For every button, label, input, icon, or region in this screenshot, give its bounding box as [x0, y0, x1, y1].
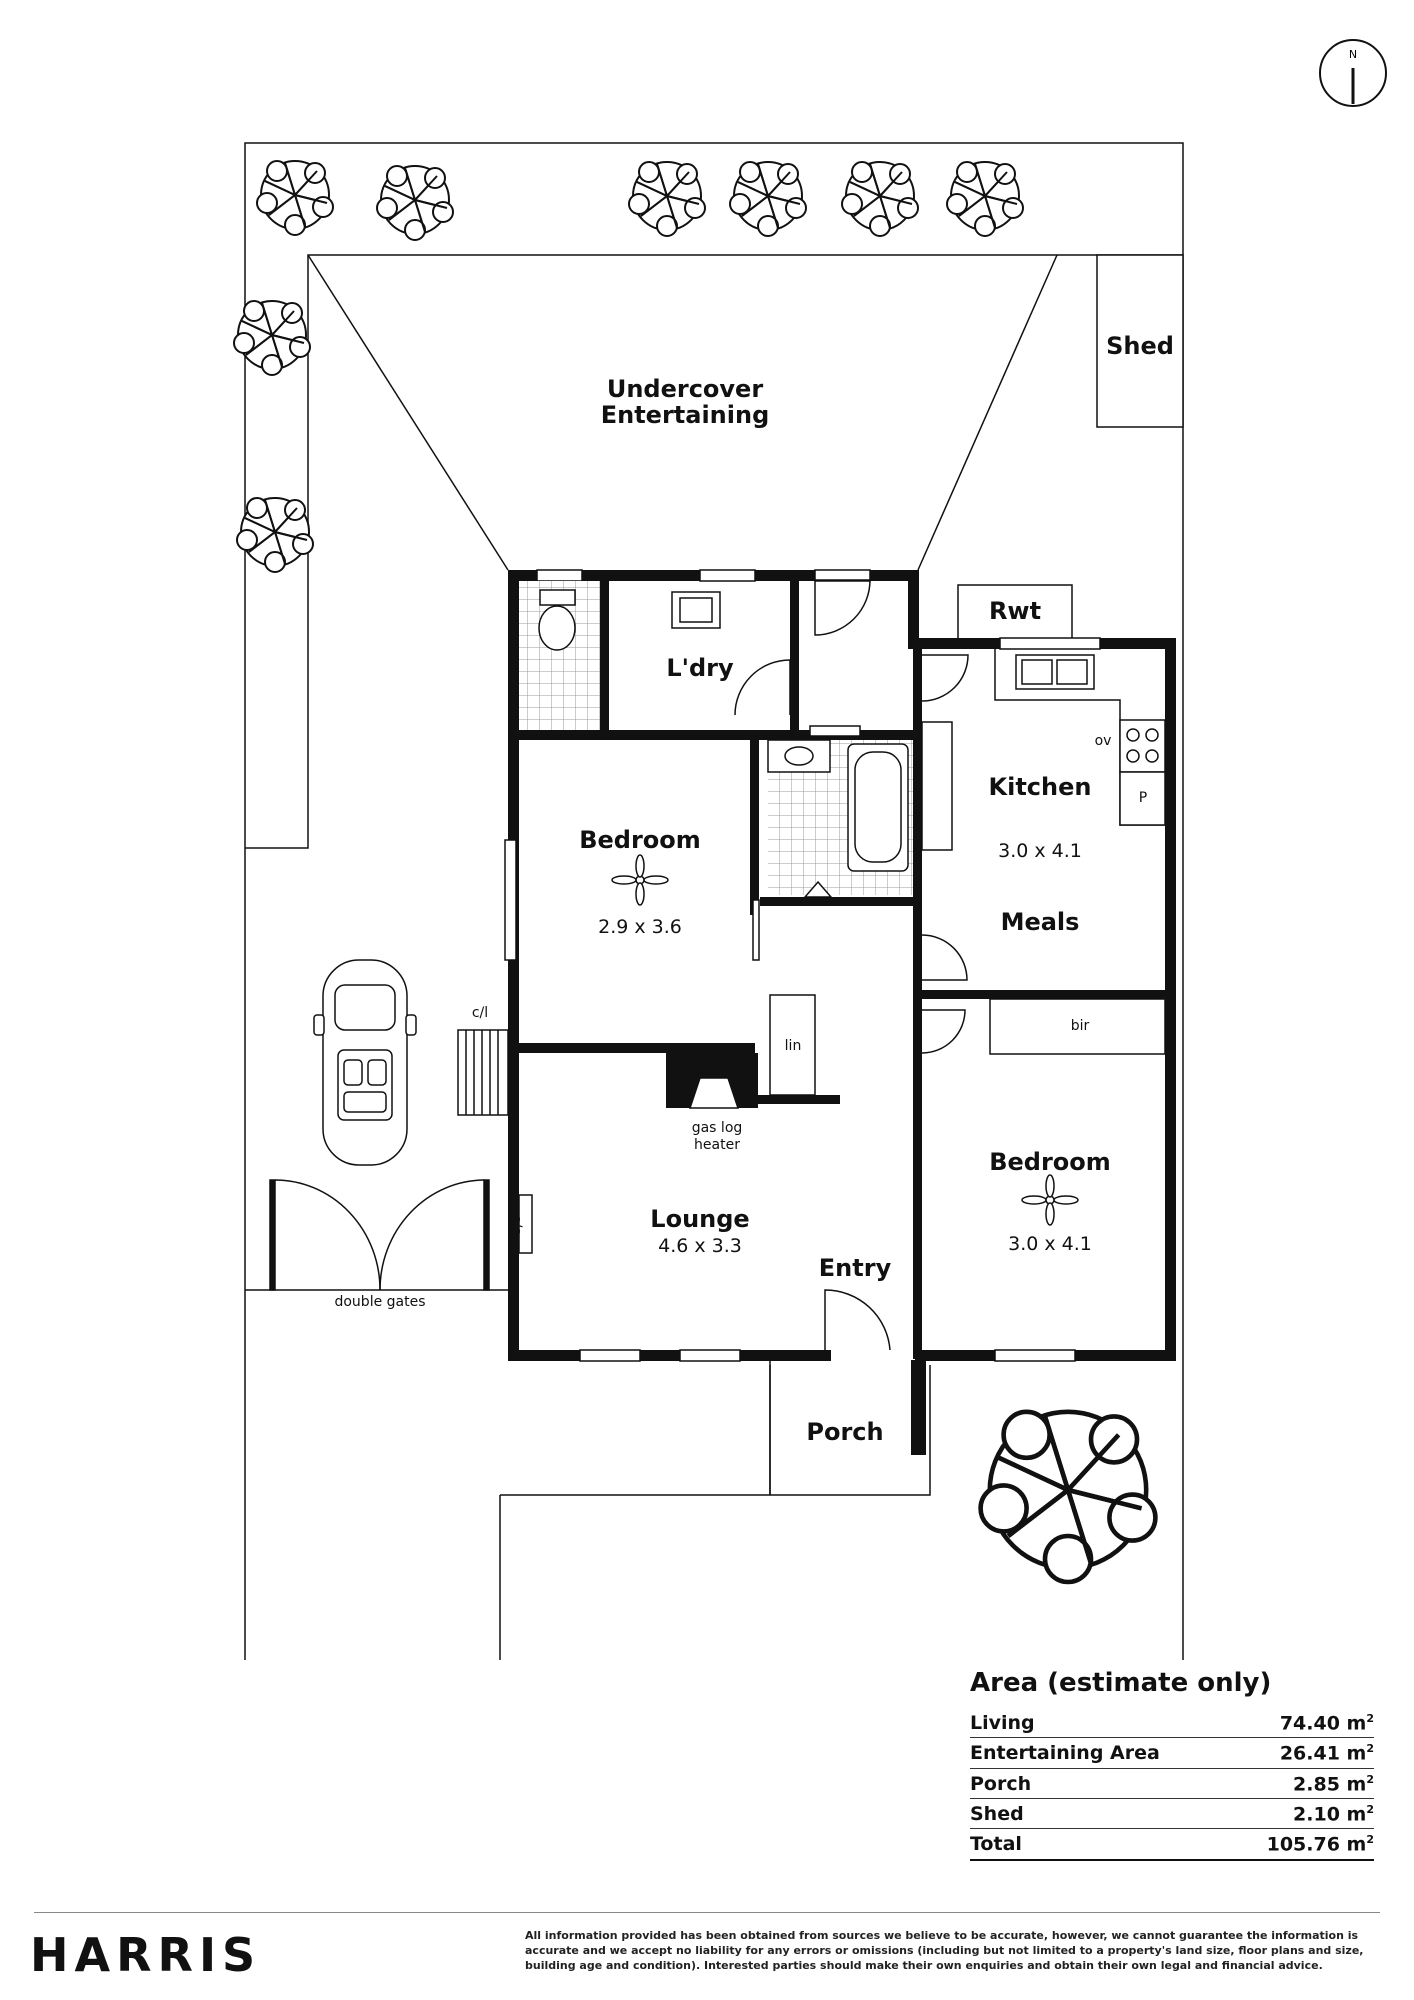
double-gates-label: double gates [334, 1294, 426, 1310]
heater-label-2: heater [694, 1137, 740, 1153]
clothesline-label: c/l [471, 1005, 489, 1021]
area-row-value: 74.40 m [1279, 1712, 1367, 1735]
internal-walls [508, 570, 1175, 1359]
car-icon [313, 959, 417, 1166]
oven-label: ov [1094, 733, 1112, 749]
linen-cupboard [769, 994, 816, 1096]
area-row-value: 2.85 m [1293, 1772, 1367, 1795]
porch-label: Porch [806, 1418, 884, 1446]
north-arrow-icon: N [1319, 39, 1387, 107]
bedroom-2-dimensions: 3.0 x 4.1 [1008, 1233, 1092, 1255]
disclaimer-text: All information provided has been obtain… [525, 1929, 1364, 1972]
area-total-value: 105.76 m [1266, 1833, 1367, 1856]
robe-label: bir [1070, 1018, 1090, 1034]
bedroom-1-dimensions: 2.9 x 3.6 [598, 916, 682, 938]
shed-label: Shed [1106, 332, 1174, 360]
area-row: Porch 2.85 m2 [970, 1769, 1374, 1799]
pantry-label: P [1138, 790, 1148, 806]
area-row-label: Porch [970, 1772, 1032, 1795]
area-title: Area (estimate only) [970, 1668, 1272, 1698]
ceiling-fan-icon [1021, 1174, 1079, 1226]
brand-logo: HARRIS [30, 1928, 262, 1982]
rwt-label: Rwt [988, 597, 1042, 625]
lounge-label: Lounge [650, 1205, 750, 1233]
meals-label: Meals [1000, 908, 1080, 936]
windows [504, 569, 1101, 1362]
footer-divider [34, 1912, 1380, 1913]
area-row-value: 2.10 m [1293, 1803, 1367, 1826]
area-row-label: Entertaining Area [970, 1742, 1160, 1765]
laundry-label: L'dry [666, 654, 734, 682]
entry-label: Entry [818, 1254, 892, 1282]
area-row: Entertaining Area 26.41 m2 [970, 1738, 1374, 1769]
area-row-label: Living [970, 1712, 1035, 1734]
ceiling-fan-icon [611, 854, 669, 906]
slider-label: s/s [508, 1215, 524, 1235]
lounge-dimensions: 4.6 x 3.3 [658, 1235, 742, 1257]
steps [457, 1029, 509, 1116]
shed [1096, 254, 1184, 428]
double-gates [269, 1179, 490, 1291]
kitchen-label: Kitchen [988, 773, 1092, 801]
toilet-room [519, 581, 600, 730]
area-row-value: 26.41 m [1279, 1742, 1367, 1765]
linen-label: lin [784, 1038, 802, 1054]
built-in-robe [989, 998, 1166, 1055]
area-total-row: Total 105.76 m2 [970, 1829, 1374, 1861]
area-table: Area (estimate only) Living 74.40 m2 Ent… [970, 1668, 1374, 1861]
bedroom-1-label: Bedroom [579, 826, 701, 854]
kitchen-dimensions: 3.0 x 4.1 [998, 840, 1082, 862]
sliding-screen [518, 1194, 533, 1254]
bathroom [767, 739, 913, 898]
area-row-label: Shed [970, 1802, 1024, 1825]
area-total-label: Total [970, 1833, 1022, 1856]
area-row: Living 74.40 m2 [970, 1708, 1374, 1739]
north-label: N [1349, 48, 1357, 61]
laundry-tub [671, 591, 721, 629]
kitchen-benches [921, 649, 1166, 851]
heater-label-1: gas log [691, 1120, 743, 1136]
area-row: Shed 2.10 m2 [970, 1799, 1374, 1830]
gas-log-heater [666, 1053, 758, 1109]
undercover-label-1: Undercover [606, 375, 764, 403]
undercover-entertaining-area [307, 254, 1058, 571]
bedroom-2-label: Bedroom [989, 1148, 1111, 1176]
undercover-label-2: Entertaining [600, 401, 770, 429]
slider-door [752, 899, 760, 961]
